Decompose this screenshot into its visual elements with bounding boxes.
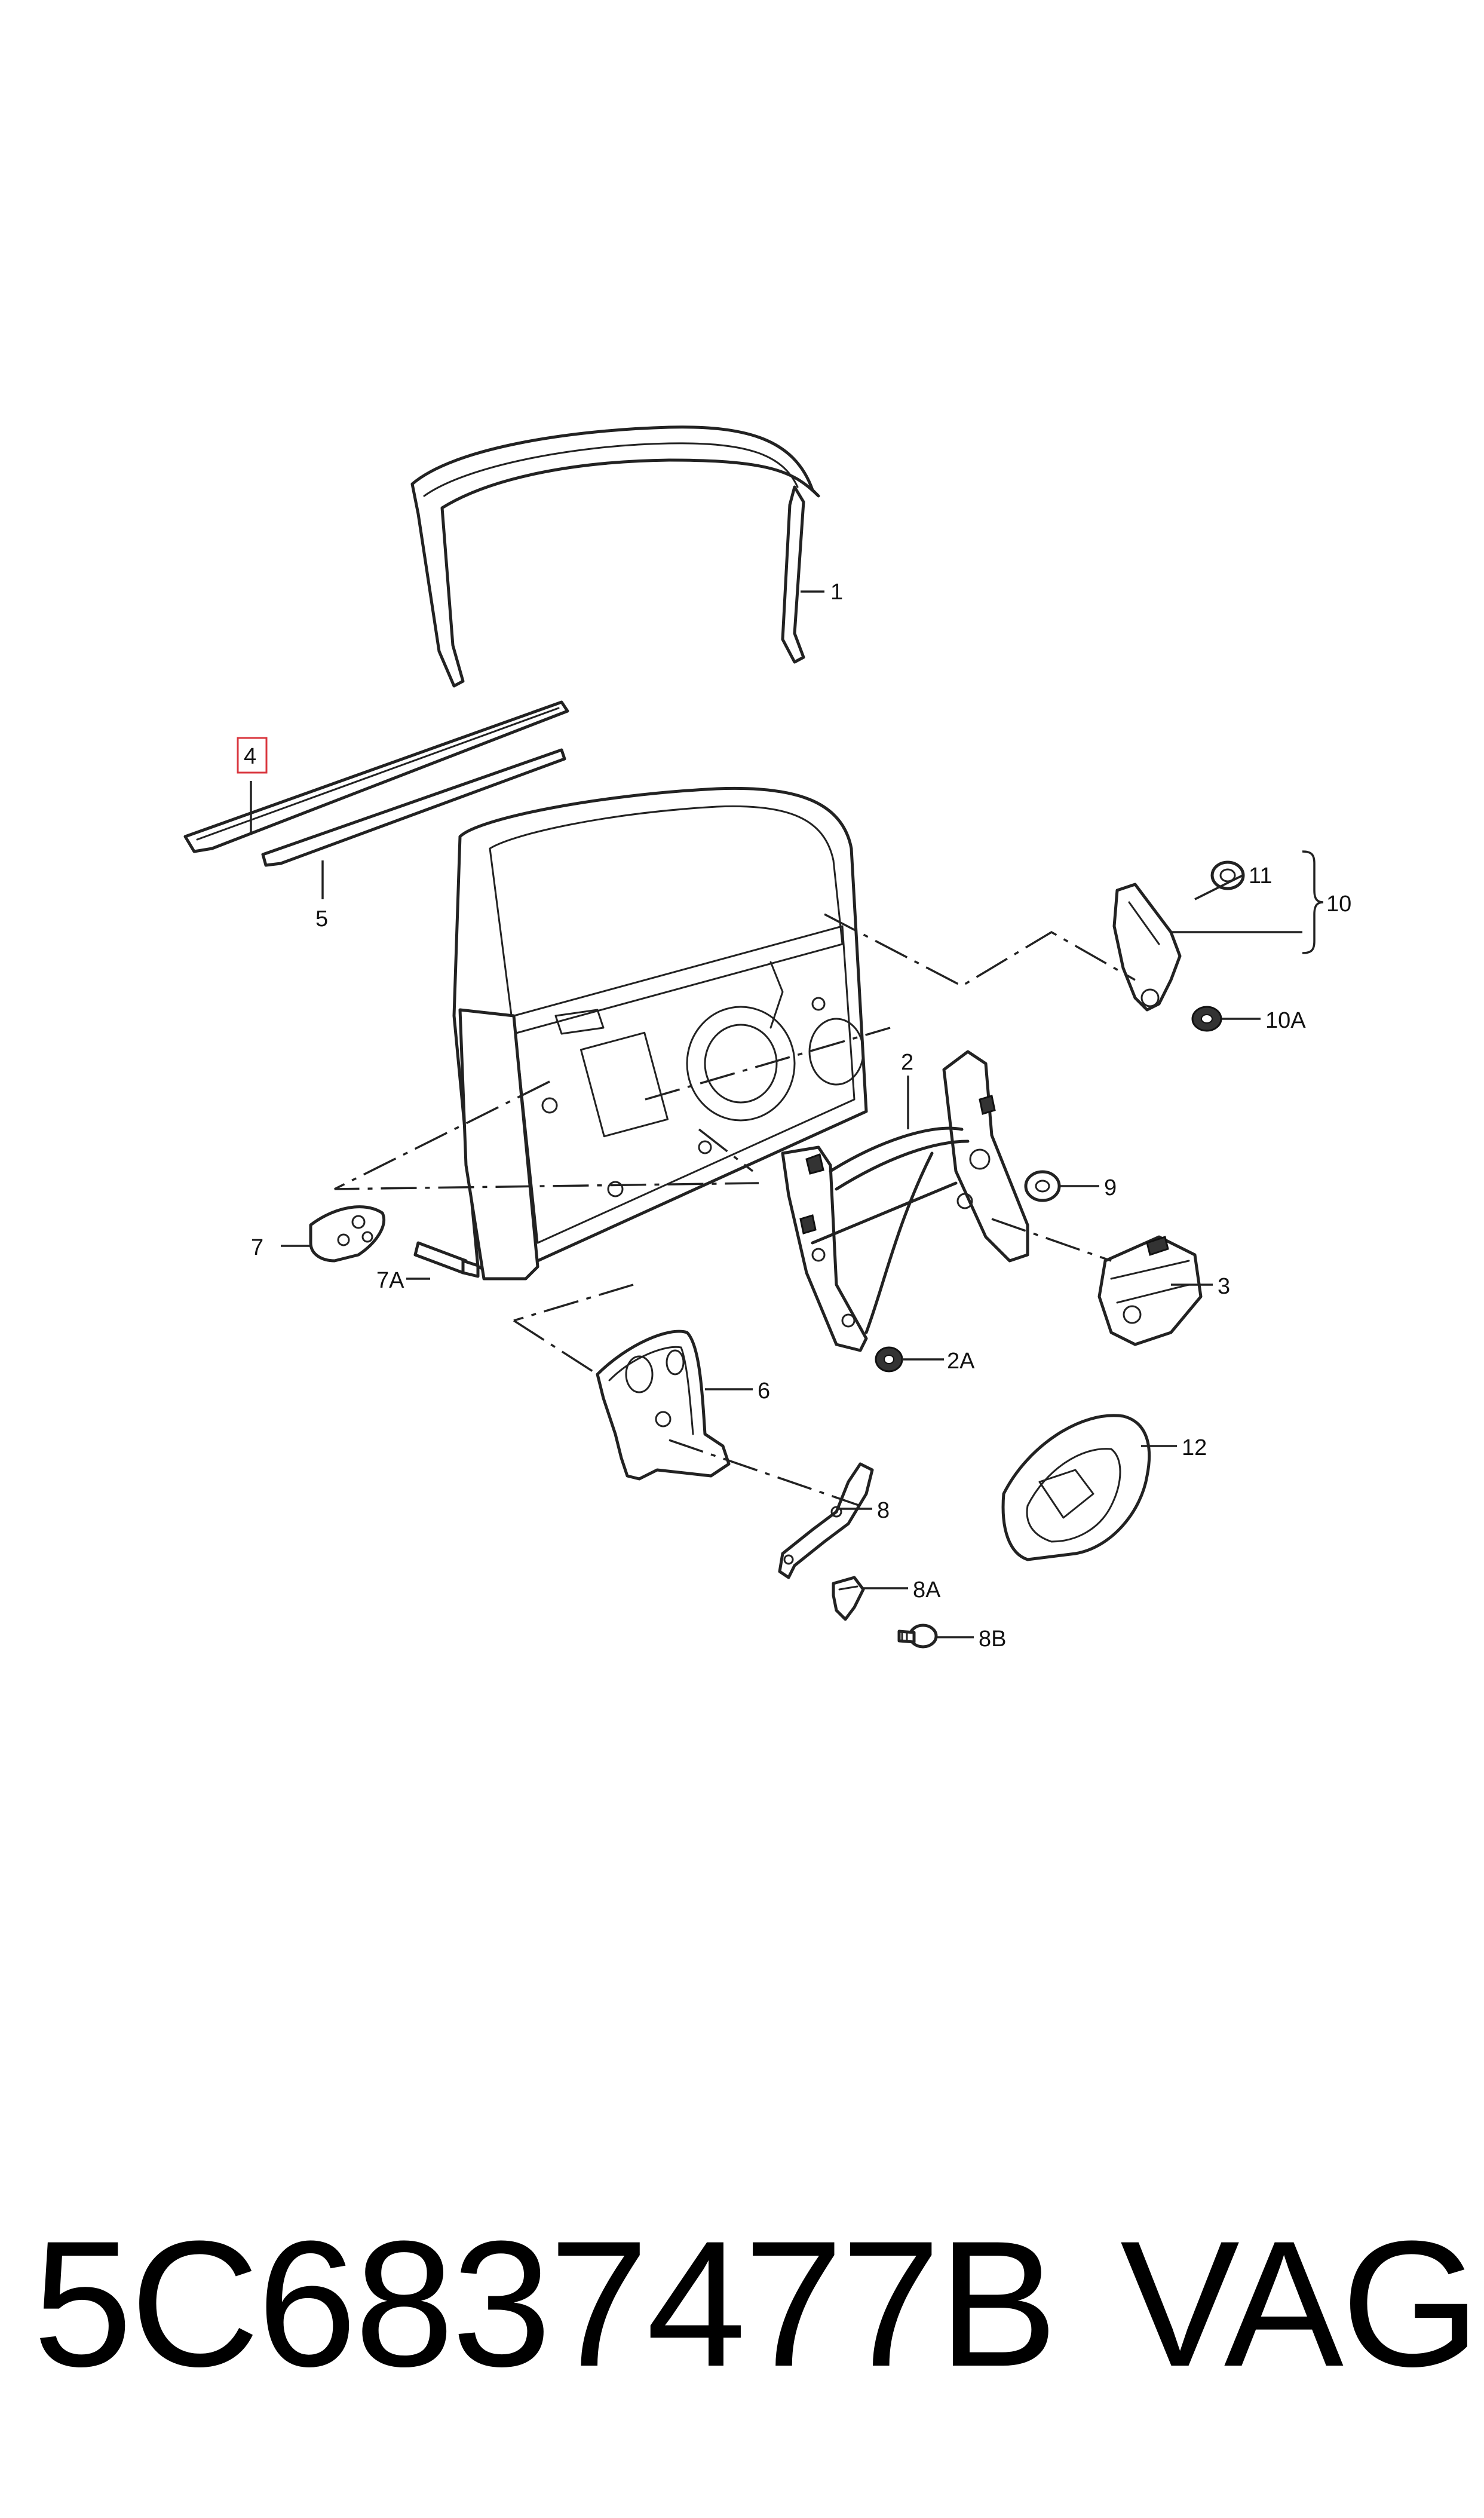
part-number: 5C6837477B <box>33 2203 1058 2404</box>
part-7-bracket <box>309 1205 386 1263</box>
callout-10: 10 <box>1326 892 1351 917</box>
part-8b-screw <box>897 1623 938 1649</box>
part-1-window-seal <box>410 425 820 688</box>
leader-lines <box>250 590 1324 1638</box>
part-2-window-regulator <box>781 1050 1029 1352</box>
door-shell <box>452 786 868 1281</box>
callout-9: 9 <box>1104 1175 1117 1200</box>
callout-3: 3 <box>1218 1274 1230 1299</box>
part-9-washer <box>1024 1170 1061 1202</box>
part-10a-nut <box>1191 1006 1222 1032</box>
callout-4-highlight-box <box>237 737 268 774</box>
callout-10a: 10A <box>1265 1008 1306 1033</box>
part-5-belt-strip-outer <box>261 748 566 867</box>
callout-11: 11 <box>1249 863 1272 889</box>
callout-6: 6 <box>758 1379 770 1404</box>
part-2a-nut <box>875 1346 903 1373</box>
part-10-mirror-mount <box>1112 883 1182 1012</box>
callout-1: 1 <box>830 580 843 605</box>
callout-8: 8 <box>877 1498 890 1523</box>
part-8a-clip <box>832 1576 865 1621</box>
part-12-foam-pad <box>1001 1414 1151 1561</box>
part-3-regulator-motor <box>1097 1235 1203 1346</box>
callout-8b: 8B <box>979 1626 1006 1652</box>
callout-2a: 2A <box>947 1349 975 1374</box>
callout-7: 7 <box>251 1235 263 1260</box>
part-7a-pin <box>413 1241 480 1278</box>
part-6-membrane <box>596 1330 731 1481</box>
part-11-grommet <box>1210 860 1245 890</box>
part-8-strap <box>778 1462 874 1579</box>
callout-7a: 7A <box>376 1268 404 1293</box>
callout-5: 5 <box>315 906 328 932</box>
callout-8a: 8A <box>913 1577 941 1603</box>
part-4-belt-strip-inner <box>183 700 569 853</box>
callout-2: 2 <box>901 1050 913 1075</box>
callout-labels: 1 2 2A 3 4 5 6 7 7A 8 8A 8B 9 10 10A 11 … <box>244 580 1351 1652</box>
callout-12: 12 <box>1182 1435 1207 1460</box>
assembly-lines <box>334 913 1136 1507</box>
brand-name: VAG <box>1120 2203 1480 2404</box>
callout-4: 4 <box>244 744 256 769</box>
